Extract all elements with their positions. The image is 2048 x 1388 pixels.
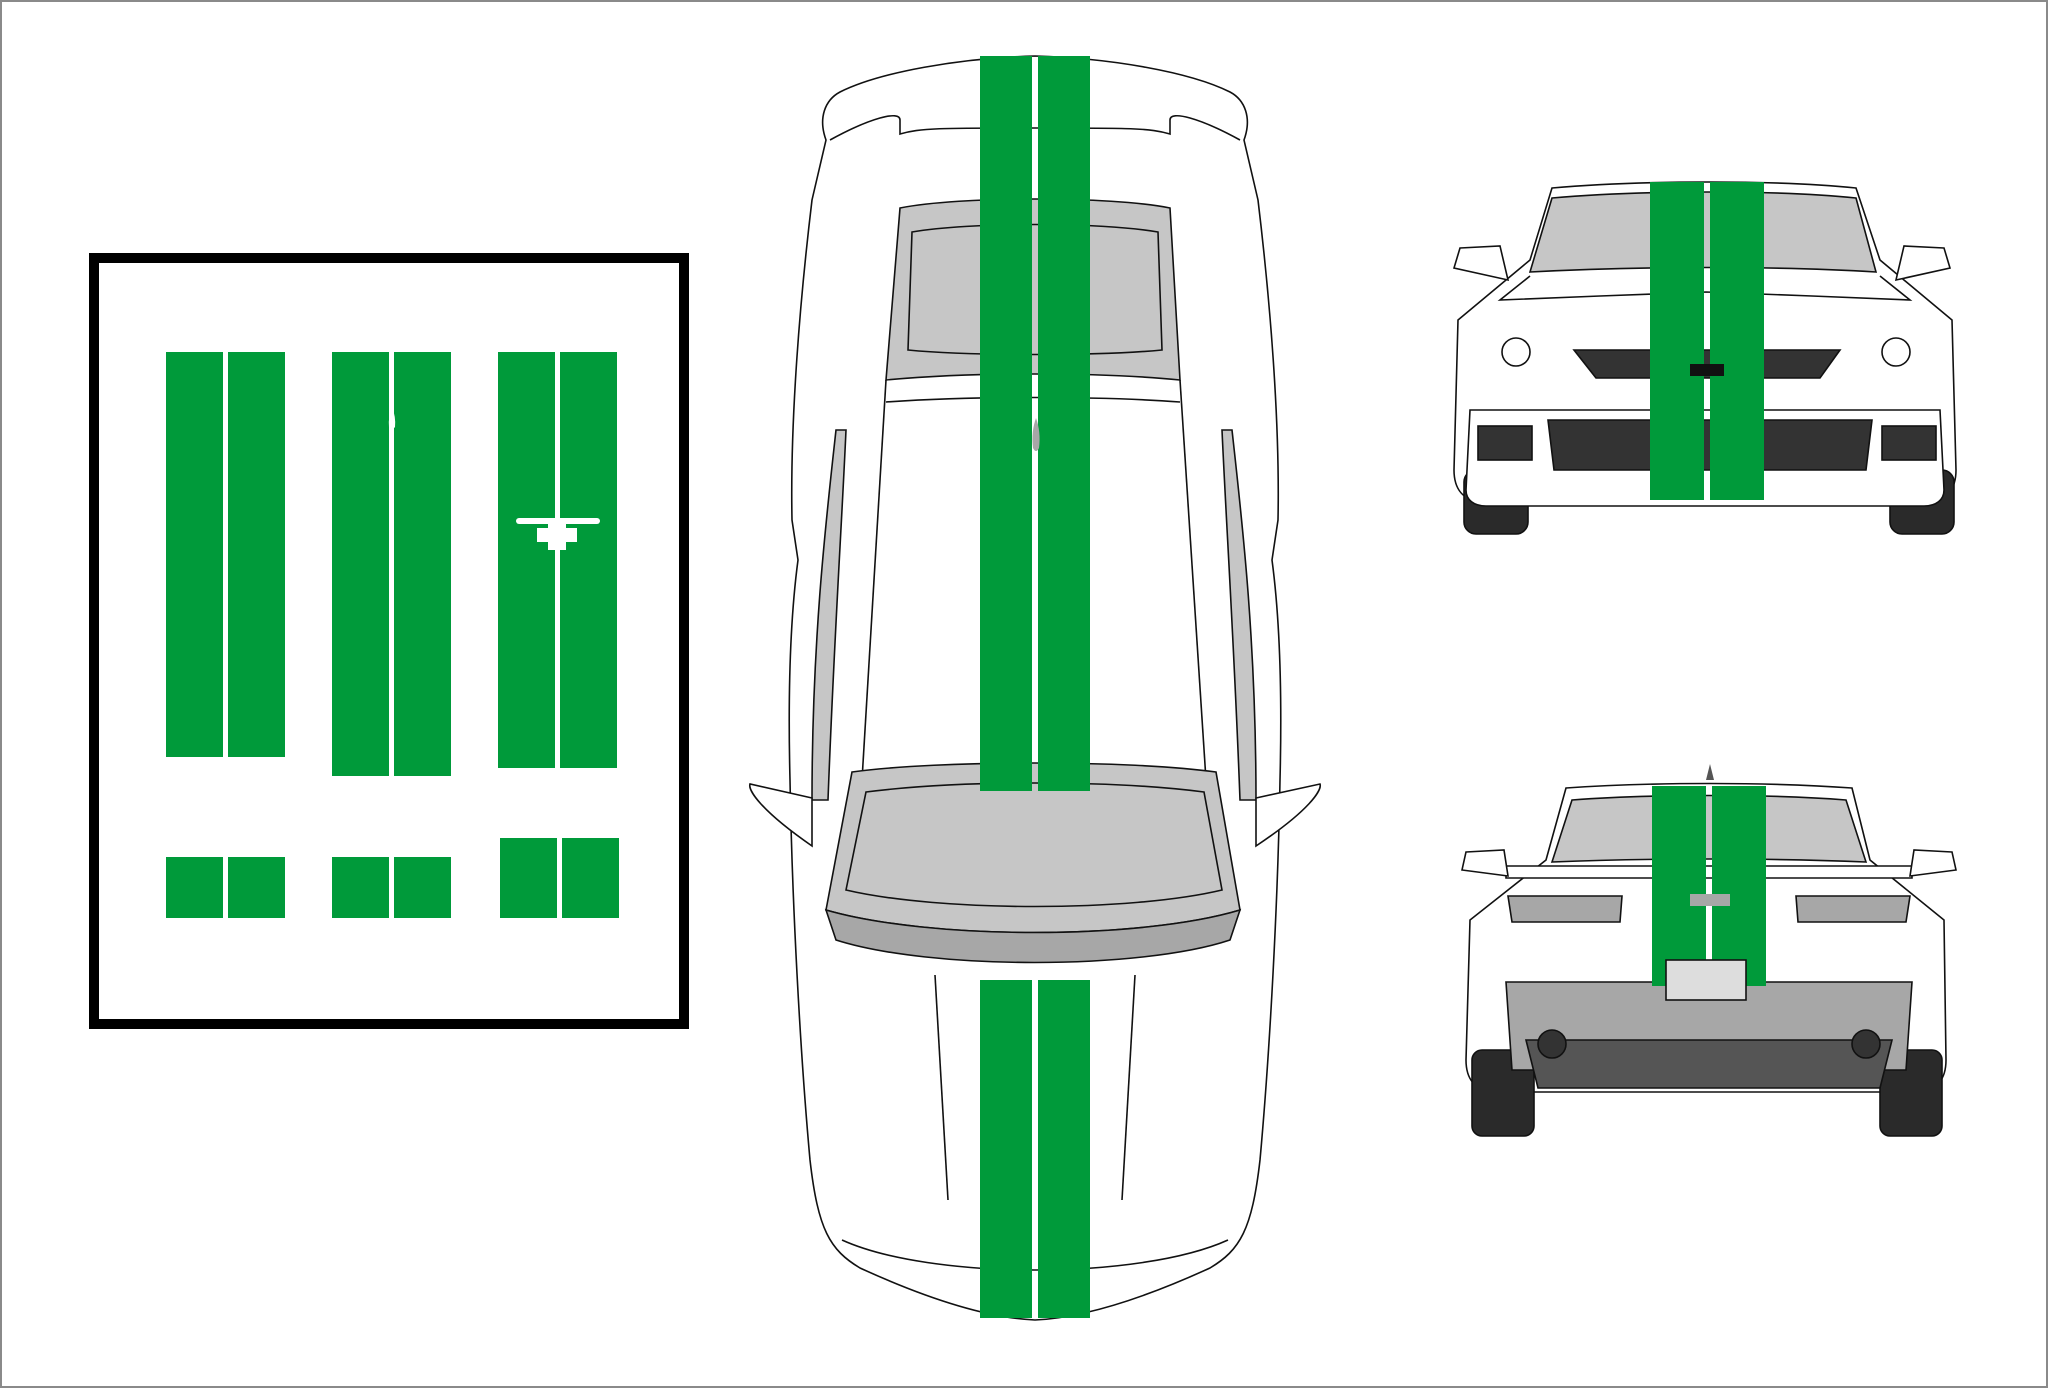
top-roof-edge-right bbox=[1179, 379, 1207, 781]
rear-license-plate bbox=[1665, 959, 1747, 1001]
hood-stripe-short-left bbox=[166, 857, 223, 918]
rear-diffuser bbox=[1524, 1039, 1894, 1089]
car-top-view bbox=[749, 55, 1321, 1321]
front-mirror-left bbox=[1452, 245, 1510, 282]
top-stripe-left-front bbox=[980, 980, 1032, 1318]
rear-exhaust-left bbox=[1537, 1029, 1567, 1059]
top-stripe-left-rear bbox=[980, 56, 1032, 791]
top-roof-edge-left bbox=[861, 379, 887, 781]
front-emblem bbox=[1690, 364, 1724, 376]
kit-group-hood bbox=[166, 352, 285, 918]
hood-stripe-right bbox=[228, 352, 285, 757]
rear-mirror-right bbox=[1909, 849, 1957, 877]
roof-stripe-short-right bbox=[394, 857, 451, 918]
front-foglight-right bbox=[1881, 425, 1937, 461]
kit-group-roof bbox=[332, 352, 451, 918]
rear-antenna bbox=[1706, 764, 1714, 780]
rear-window bbox=[1550, 794, 1868, 863]
rear-mirror-left bbox=[1461, 849, 1509, 877]
front-headlight-left bbox=[1501, 337, 1531, 367]
top-stripe-right-front bbox=[1038, 980, 1090, 1318]
emblem-cutout-bar bbox=[516, 518, 600, 524]
rear-taillight-left bbox=[1507, 895, 1623, 923]
roof-stripe-left bbox=[332, 352, 389, 776]
top-hood-crease-right bbox=[1121, 974, 1136, 1201]
trunk-stripe-short-left bbox=[500, 838, 557, 918]
kit-panel bbox=[89, 253, 689, 1029]
front-stripe-left bbox=[1650, 182, 1704, 500]
top-side-window-right bbox=[1221, 429, 1257, 801]
top-antenna bbox=[1032, 418, 1040, 451]
rear-emblem bbox=[1690, 894, 1730, 906]
kit-group-trunk bbox=[498, 352, 619, 918]
top-hood-crease-left bbox=[934, 974, 949, 1201]
front-stripe-right bbox=[1710, 182, 1764, 500]
trunk-stripe-right bbox=[560, 352, 617, 768]
rear-taillight-right bbox=[1795, 895, 1911, 923]
rear-exhaust-right bbox=[1851, 1029, 1881, 1059]
rear-spoiler bbox=[1505, 865, 1913, 879]
roof-stripe-short-left bbox=[332, 857, 389, 918]
top-mirror-left bbox=[749, 783, 813, 848]
front-foglight-left bbox=[1477, 425, 1533, 461]
front-mirror-right bbox=[1894, 245, 1952, 282]
top-spoiler bbox=[829, 114, 1241, 141]
trunk-stripe-left bbox=[498, 352, 555, 768]
rear-wheel-left bbox=[1471, 1049, 1535, 1137]
hood-stripe-short-right bbox=[228, 857, 285, 918]
rear-stripe-left bbox=[1652, 786, 1706, 986]
front-headlight-right bbox=[1881, 337, 1911, 367]
top-side-window-left bbox=[811, 429, 847, 801]
rear-stripe-right bbox=[1712, 786, 1766, 986]
hood-stripe-left bbox=[166, 352, 223, 757]
car-rear-view bbox=[1461, 764, 1957, 1137]
top-cowl bbox=[824, 908, 1242, 964]
top-mirror-right bbox=[1255, 783, 1321, 848]
top-windshield-inner bbox=[845, 782, 1223, 908]
top-front-bumper bbox=[841, 1239, 1229, 1271]
car-front-view bbox=[1452, 181, 1957, 535]
top-stripe-right-rear bbox=[1038, 56, 1090, 791]
top-roof-line bbox=[885, 396, 1181, 403]
roof-stripe-right bbox=[394, 352, 451, 776]
emblem-cutout-base bbox=[548, 524, 566, 550]
rear-wheel-right bbox=[1879, 1049, 1943, 1137]
trunk-stripe-short-right bbox=[562, 838, 619, 918]
top-rear-glass bbox=[885, 198, 1181, 381]
antenna-notch-mark bbox=[388, 407, 396, 429]
front-hood-line bbox=[1497, 275, 1913, 301]
